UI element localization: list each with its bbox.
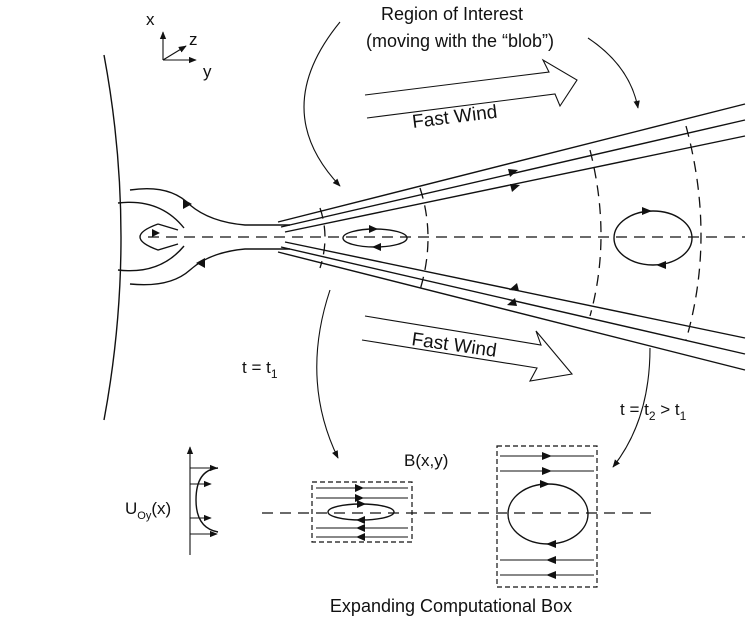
upper-field-lines	[277, 103, 746, 233]
velocity-profile: UOy(x)	[125, 446, 219, 555]
fast-wind-label-bottom: Fast Wind	[410, 329, 498, 362]
fast-wind-label-top: Fast Wind	[411, 102, 498, 133]
region-label-line1: Region of Interest	[381, 4, 523, 24]
axis-triad: x z y	[146, 10, 212, 81]
time-label-t1: t = t1	[242, 358, 278, 381]
fast-wind-arrow-bottom: Fast Wind	[361, 315, 574, 382]
large-blob	[613, 207, 693, 269]
expansion-arcs	[319, 125, 702, 341]
streamer-loops	[117, 187, 290, 286]
axis-label-x: x	[146, 10, 155, 29]
box-caption: Expanding Computational Box	[330, 596, 572, 616]
time-labels: t = t1 t = t2 > t1	[242, 289, 687, 468]
axis-label-y: y	[203, 62, 212, 81]
fast-wind-arrow-top: Fast Wind	[364, 58, 578, 133]
velocity-label: UOy(x)	[125, 499, 171, 522]
bfield-label: B(x,y)	[404, 451, 448, 470]
region-label-line2: (moving with the “blob”)	[366, 31, 554, 51]
region-of-interest: Region of Interest (moving with the “blo…	[303, 4, 640, 187]
lower-field-lines	[277, 241, 746, 371]
solar-surface	[103, 54, 122, 421]
small-blob	[342, 225, 408, 251]
time-label-t2: t = t2 > t1	[620, 400, 687, 423]
large-computational-box	[496, 445, 598, 588]
axis-label-z: z	[189, 30, 198, 49]
small-computational-box	[311, 481, 413, 543]
